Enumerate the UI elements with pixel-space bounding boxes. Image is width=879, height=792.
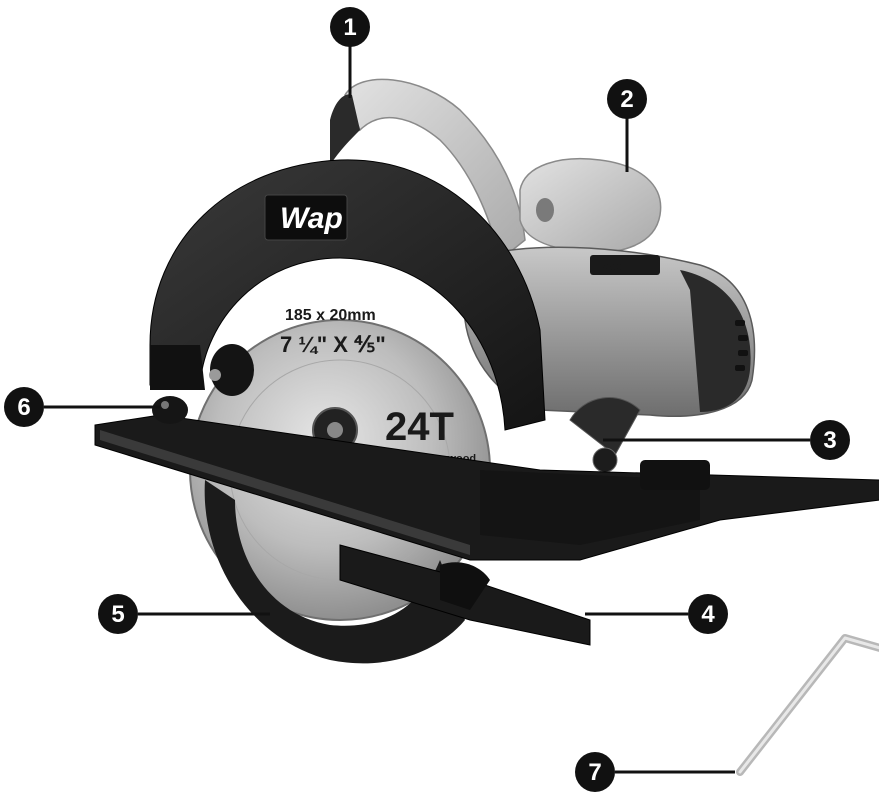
callout-3: 3 (810, 420, 850, 460)
callout-2: 2 (607, 79, 647, 119)
svg-text:6: 6 (17, 394, 30, 421)
svg-text:7: 7 (588, 759, 601, 786)
svg-text:3: 3 (823, 427, 836, 454)
callout-5: 5 (98, 594, 138, 634)
brand-logo-badge (264, 194, 348, 241)
callout-7: 7 (575, 752, 615, 792)
blade-size-imperial: 7 ¼" X ⅘" (280, 332, 386, 357)
callout-4: 4 (688, 594, 728, 634)
rear-handle (330, 78, 526, 262)
svg-text:5: 5 (111, 601, 124, 628)
motor-label-plate (590, 255, 660, 275)
blade-size-metric: 185 x 20mm (285, 307, 376, 324)
svg-text:2: 2 (620, 86, 633, 113)
brand-logo: Wap (280, 202, 343, 235)
depth-lock-knob (209, 344, 254, 396)
base-adjust-bolt (152, 396, 188, 424)
callout-1: 1 (330, 7, 370, 47)
svg-text:4: 4 (701, 601, 715, 628)
blade-arbor-bolt (327, 422, 343, 438)
auxiliary-handle (519, 158, 662, 254)
svg-text:1: 1 (343, 14, 356, 41)
allen-key (736, 634, 879, 776)
base-clamp-lever (640, 460, 710, 490)
base-plate (94, 414, 879, 561)
upper-blade-guard: Wap (149, 159, 546, 431)
callout-6: 6 (4, 387, 44, 427)
motor-vents (735, 320, 748, 371)
motor-label: Wap (597, 259, 622, 273)
handle-hole (536, 198, 554, 222)
lower-blade-guard (204, 480, 465, 664)
blade-teeth-count: 24T (385, 405, 454, 449)
bevel-protractor (569, 397, 641, 473)
parallel-guide (339, 544, 591, 646)
leader-lines (44, 44, 810, 774)
